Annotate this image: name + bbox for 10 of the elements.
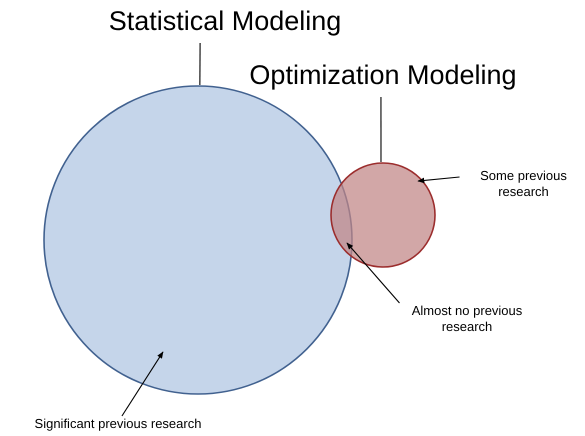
- arrow: [121, 351, 164, 416]
- leader-line: [380, 97, 382, 162]
- arrow: [346, 242, 400, 304]
- text-label: Statistical Modeling: [75, 5, 375, 43]
- leader-line: [199, 43, 201, 85]
- text-label: Some previous research: [462, 168, 585, 204]
- text-label: Optimization Modeling: [213, 59, 553, 97]
- arrow: [417, 176, 460, 184]
- text-label: Almost no previous research: [392, 303, 542, 339]
- text-label: Significant previous research: [2, 416, 234, 434]
